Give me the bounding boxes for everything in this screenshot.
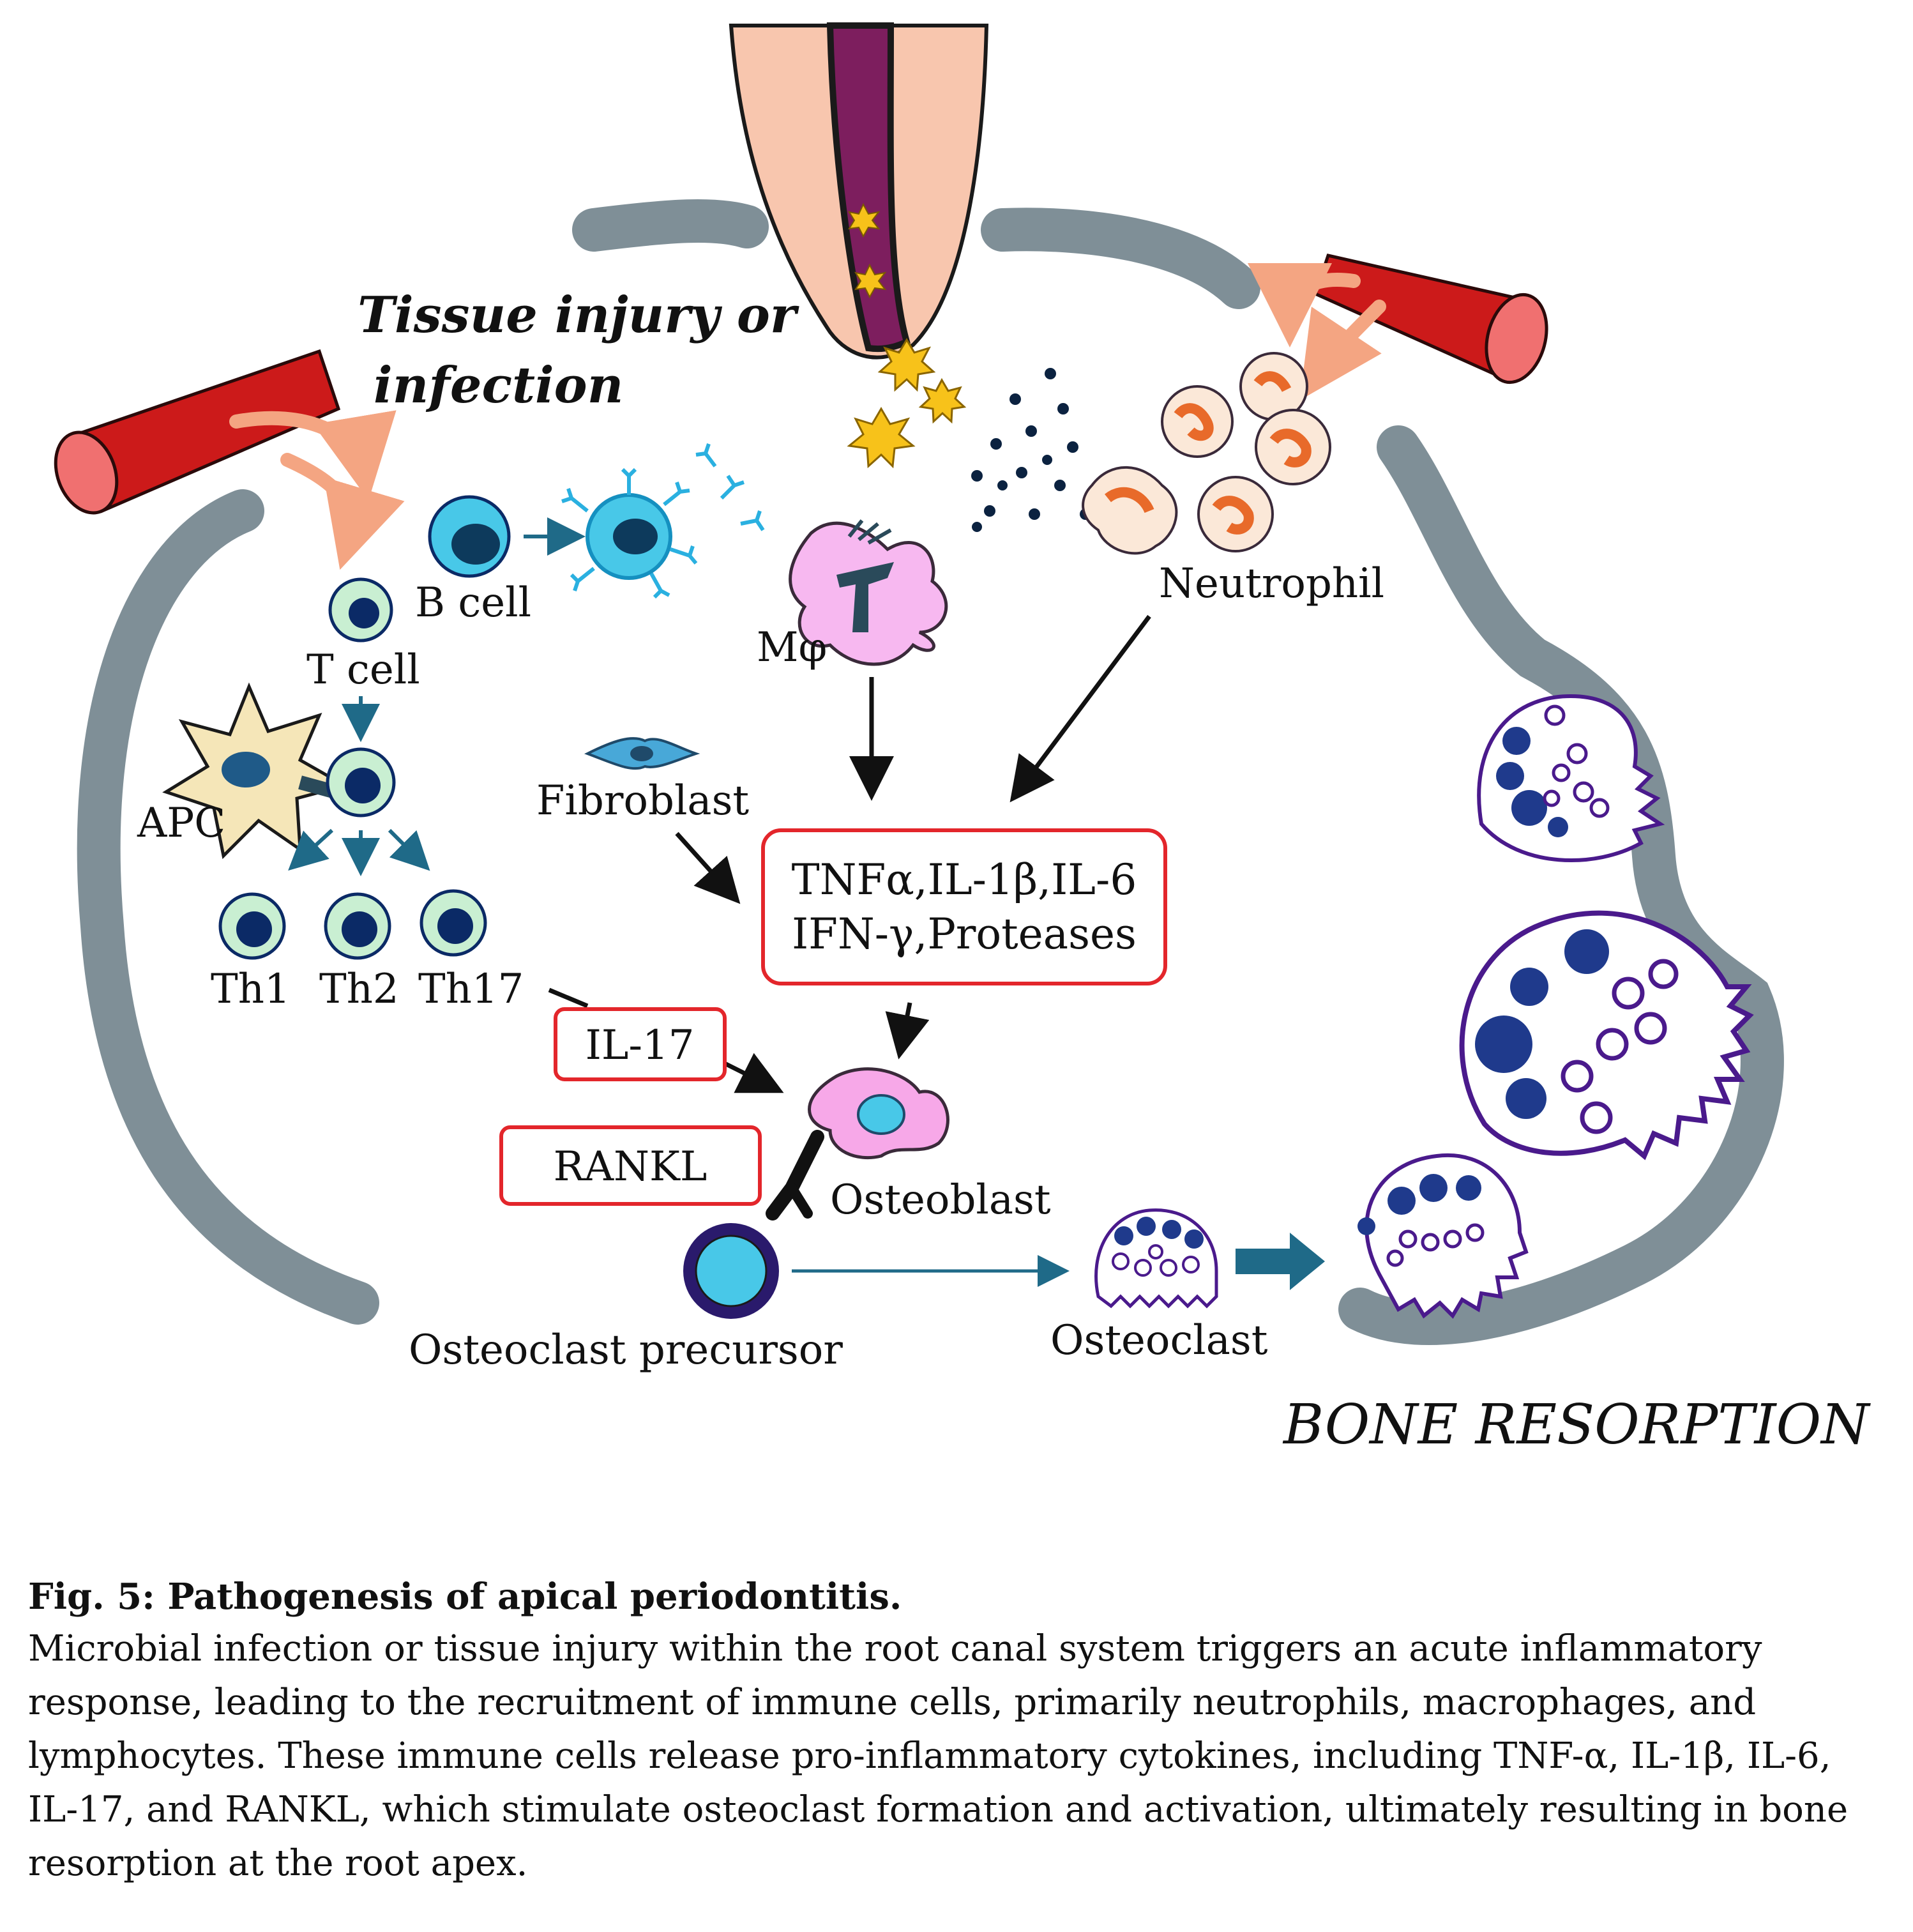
neutrophil-1 [1161,385,1234,458]
t-cell-label: T cell [306,646,420,694]
bone-resorption-label: BONE RESORPTION [1282,1393,1871,1457]
caption-body: Microbial infection or tissue injury wit… [28,1628,1849,1884]
neutrophil-degranulating [1082,466,1178,555]
cytokine-box: TNFα,IL-1β,IL-6 IFN-γ,Proteases [761,828,1167,985]
cytokines-to-osteoblast-arrow [885,1002,930,1060]
naive-t-cell [326,747,396,818]
th2-label: Th2 [319,966,399,1013]
heading-line-1: Tissue injury or [358,286,799,344]
caption-title: Fig. 5: Pathogenesis of apical periodont… [28,1576,902,1618]
cytokine-line-2: IFN-γ,Proteases [792,909,1137,959]
b-cell [428,495,511,578]
th1-label: Th1 [211,966,291,1013]
th2-cell [324,892,391,960]
fibroblast [584,737,700,770]
th17-to-il17-arrow [548,987,589,1008]
bacteria-in-canal [847,202,887,299]
neutrophil-2 [1239,352,1308,421]
osteoclast-large-bottom [1357,1153,1529,1319]
heading-line-2: infection [374,356,623,415]
neutrophil-4 [1197,476,1274,552]
heading: Tissue injury or infection [358,286,799,415]
cytokine-line-1: TNFα,IL-1β,IL-6 [792,855,1137,904]
rankl-box: RANKL [499,1125,762,1206]
th1-cell [218,892,286,960]
il17-to-osteoblast-arrow [723,1053,784,1093]
il17-box: IL-17 [554,1007,727,1081]
macrophage-label: Mφ [757,624,827,671]
th17-cell [420,889,487,957]
blood-vessel-left [54,349,341,515]
rankl-label: RANKL [554,1143,707,1190]
tooth-root [729,22,989,360]
t-cell [328,577,393,643]
th17-label: Th17 [418,966,524,1013]
il17-label: IL-17 [586,1022,695,1069]
leukocyte-recruitment-arrows [229,262,1386,570]
osteoblast [766,1067,949,1221]
osteoclast-to-bone-arrow [1236,1233,1325,1290]
apical-periodontitis-diagram: Tissue injury or infection B cell T cell… [54,22,1871,1457]
plasma-cell-with-antibodies [561,443,765,599]
osteoclast-large-middle [1459,910,1754,1160]
bacteria-stars [847,338,967,469]
osteoclast-small [1094,1208,1218,1309]
b-cell-label: B cell [415,579,531,627]
cytokine-arrows [675,614,1151,1093]
macrophage [789,519,948,666]
osteoclast-label: Osteoclast [1050,1317,1268,1364]
t-differentiation-arrows [288,828,430,876]
neutrophil-label: Neutrophil [1159,560,1384,607]
osteoclast-large-top [1477,694,1665,862]
figure-caption: Fig. 5: Pathogenesis of apical periodont… [28,1571,1880,1890]
bacterial-particles [971,368,1091,532]
osteoblast-label: Osteoblast [830,1176,1051,1224]
osteoclast-precursor-label: Osteoclast precursor [409,1327,843,1374]
blood-vessel-right [1313,254,1548,384]
fibroblast-label: Fibroblast [536,777,749,825]
osteoclast-precursor [683,1223,779,1319]
apc-label: APC [137,800,225,847]
neutrophils [1082,352,1331,555]
fibroblast-to-cytokines-arrow [675,832,741,904]
neutrophil-3 [1255,409,1331,485]
neutrophil-to-cytokines-arrow [1009,614,1151,803]
